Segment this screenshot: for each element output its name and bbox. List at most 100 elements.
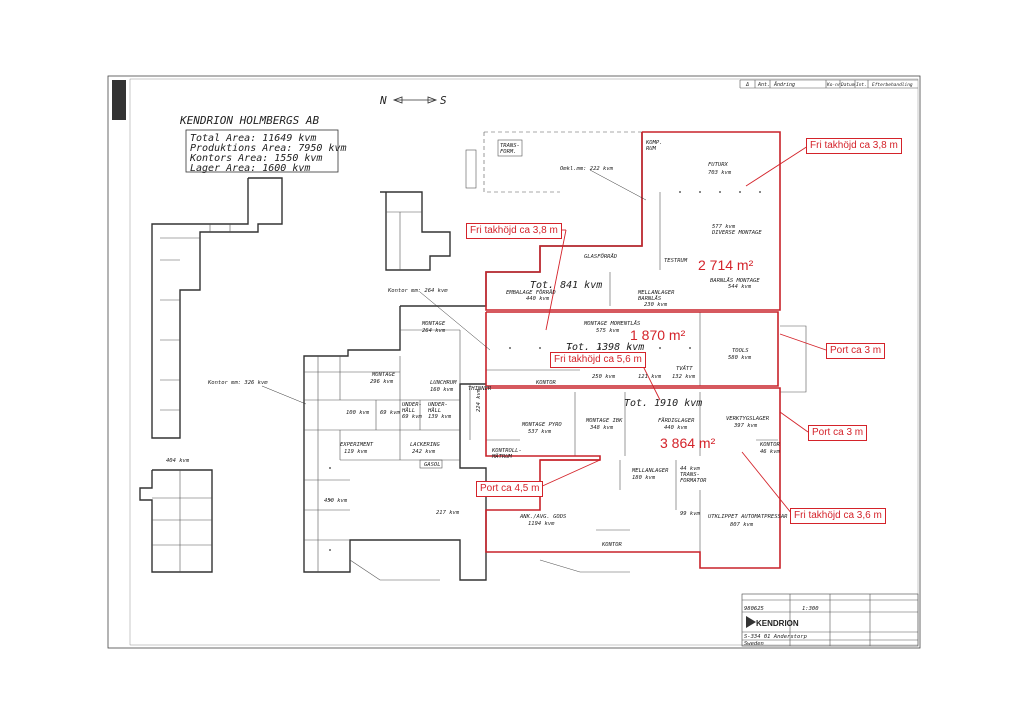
label-fardiglager: FÄRDIGLAGER: [658, 417, 695, 424]
label-montage296-area: 296 kvm: [370, 379, 394, 385]
callout-port-3-east: Port ca 3 m: [826, 343, 886, 359]
label-utklippet-area: 807 kvm: [730, 522, 754, 528]
label-tot1910: Tot. 1910 kvm: [624, 398, 702, 409]
label-kontor264: Kontor mm: 264 kvm: [387, 288, 448, 294]
label-lunchrum-area: 160 kvm: [430, 387, 454, 393]
label-montage-pyro: MONTAGE PYRO: [521, 422, 562, 428]
zone-c-outline: [485, 387, 781, 569]
summary-kontor: Kontors Area: 1550 kvm: [189, 153, 322, 164]
title-block: 980625 1:300 KENDRION S-334 01 Anderstor…: [741, 593, 919, 647]
tb-address1: S-334 01 Anderstorp: [744, 634, 808, 640]
summary-produktion: Produktions Area: 7950 kvm: [190, 143, 347, 154]
label-barnlas: BARNLÅS MONTAGE: [710, 277, 760, 284]
label-diverse: DIVERSE MONTAGE: [711, 230, 762, 236]
label-testrum: TESTRUM: [664, 258, 688, 264]
label-diverse-area: 577 kvm: [712, 224, 736, 230]
callout-takhojd-36: Fri takhöjd ca 3,6 m: [790, 508, 886, 524]
trans-room: [497, 139, 523, 157]
label-pyro-area: 537 kvm: [528, 429, 552, 435]
rev-col-delta: Δ: [745, 82, 749, 88]
label-217: 217 kvm: [436, 510, 460, 516]
building-west: [151, 177, 283, 439]
label-montage264-area: 264 kvm: [422, 328, 446, 334]
label-tools-area: 580 kvm: [728, 355, 752, 361]
label-experiment-area: 119 kvm: [344, 449, 368, 455]
label-kontor326: Kontor mm: 326 kvm: [207, 380, 268, 386]
label-underhall-a: UNDER-HÅLL: [401, 402, 422, 414]
label-ankavg: ANK./AVG. GODS: [519, 514, 567, 520]
inner-border: [129, 78, 919, 646]
leader-lines: [537, 145, 827, 515]
label-121: 121 kvm: [638, 374, 662, 380]
label-underhall-a-area: 69 kvm: [402, 414, 423, 420]
label-underhall-b: UNDER-HÅLL: [427, 402, 448, 414]
label-404: 404 kvm: [166, 458, 190, 464]
pointer-lines: [261, 169, 647, 405]
callout-port-45: Port ca 4,5 m: [476, 481, 544, 497]
label-komp-rum: KOMP.RUM: [645, 140, 663, 152]
building-south-small: [139, 469, 213, 573]
label-tot841: Tot. 841 kvm: [530, 280, 602, 291]
label-montage-ibk: MONTAGE IBK: [585, 418, 623, 424]
tb-brand: KENDRION: [756, 619, 799, 628]
callout-takhojd-38-west: Fri takhöjd ca 3,8 m: [466, 223, 562, 239]
rev-col-int: Int.: [856, 82, 867, 88]
rev-col-efterbehandling: Efterbehandling: [872, 82, 913, 88]
label-embalage-area: 440 kvm: [526, 296, 550, 302]
label-momentlas: MONTAGE MOMENTLÅS: [583, 320, 641, 327]
label-glasforrad: GLASFÖRRÅD: [584, 253, 618, 260]
rev-col-datum: Datum: [840, 82, 855, 88]
label-ibk-area: 348 kvm: [589, 425, 614, 431]
label-kontroll: KONTROLL-MÄTRUM: [491, 448, 522, 460]
label-ankavg-area: 1194 kvm: [528, 521, 555, 527]
label-kontor46: KONTOR: [759, 442, 781, 448]
label-kontor-small: KONTOR: [535, 380, 557, 386]
label-utklippet: UTKLIPPET AUTOMATPRESSAR: [708, 514, 788, 520]
rev-col-konr: Ko-nr.: [826, 82, 843, 88]
label-224: 224 kvm: [476, 388, 482, 412]
label-tvatt: TVÄTT: [676, 365, 693, 372]
sheet-border: [107, 75, 921, 649]
label-barnlas-area: 544 kvm: [728, 284, 752, 290]
callout-takhojd-56: Fri takhöjd ca 5,6 m: [550, 352, 646, 368]
label-montage264: MONTAGE: [421, 321, 446, 327]
label-tools: TOOLS: [732, 348, 749, 354]
label-fardiglager-area: 440 kvm: [664, 425, 688, 431]
label-lunchrum: LUNCHRUM: [430, 380, 457, 386]
label-99: 99 kvm: [680, 511, 701, 517]
label-lackering-area: 242 kvm: [412, 449, 436, 455]
label-gasol: GASOL: [424, 462, 441, 468]
label-kontor46-area: 46 kvm: [760, 449, 781, 455]
tb-date: 980625: [744, 606, 764, 612]
zone-a-outline: [485, 131, 781, 311]
room-labels: TRANS-FORM. Omkl.mm: 222 kvm KOMP.RUM FU…: [166, 140, 788, 548]
label-experiment: EXPERIMENT: [340, 442, 374, 448]
zone-c-area: 3 864 m²: [660, 435, 716, 451]
label-mellanlager180-area: 180 kvm: [632, 475, 656, 481]
approval-stamp: [112, 80, 126, 120]
zone-outlines: [485, 131, 781, 569]
label-lackering: LACKERING: [410, 442, 440, 448]
label-100: 100 kvm: [346, 410, 370, 416]
label-69: 69 kvm: [380, 410, 401, 416]
label-underhall-b-area: 139 kvm: [428, 414, 452, 420]
rev-col-ant: Ant.: [757, 82, 770, 88]
label-tvatt-area: 132 kvm: [672, 374, 696, 380]
column-grid: [329, 191, 761, 551]
label-futurx: FUTURX: [708, 162, 729, 168]
label-thinner: THINNER: [468, 386, 492, 392]
label-250: 250 kvm: [592, 374, 616, 380]
summary-lager: Lager Area: 1600 kvm: [190, 163, 310, 174]
zone-b-outline: [485, 311, 779, 387]
rev-col-andring: Ändring: [773, 81, 795, 88]
tb-scale: 1:300: [802, 606, 819, 612]
label-tot1398: Tot. 1398 kvm: [566, 342, 644, 353]
callout-port-3-south: Port ca 3 m: [808, 425, 868, 441]
summary-total: Total Area: 11649 kvm: [190, 133, 316, 144]
compass-north: N: [379, 94, 387, 107]
label-mellanlager-barn-area: 230 kvm: [644, 302, 668, 308]
label-450: 450 kvm: [324, 498, 348, 504]
